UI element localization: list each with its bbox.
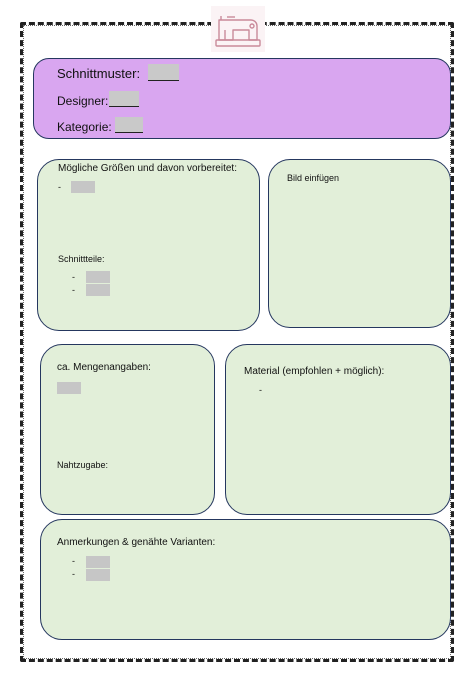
notes-field-1[interactable] <box>86 556 110 568</box>
material-title: Material (empfohlen + möglich): <box>244 366 385 377</box>
image-title: Bild einfügen <box>287 173 340 183</box>
image-panel[interactable]: Bild einfügen <box>268 159 451 328</box>
category-label: Kategorie: <box>57 120 112 134</box>
notes-field-2[interactable] <box>86 569 110 581</box>
pattern-field[interactable] <box>148 64 179 81</box>
notes-panel: Anmerkungen & genähte Varianten: - - <box>40 519 451 640</box>
sizes-bullet: - <box>58 182 61 192</box>
piece-bullet-1: - <box>72 272 75 282</box>
designer-label: Designer: <box>57 94 109 108</box>
sizes-field[interactable] <box>71 181 95 193</box>
category-field[interactable] <box>115 117 143 133</box>
notes-bullet-1: - <box>72 556 75 566</box>
seam-label: Nahtzugabe: <box>57 460 109 470</box>
piece-field-1[interactable] <box>86 271 110 283</box>
notes-bullet-2: - <box>72 569 75 579</box>
piece-bullet-2: - <box>72 285 75 295</box>
piece-field-2[interactable] <box>86 284 110 296</box>
notes-title: Anmerkungen & genähte Varianten: <box>57 537 216 548</box>
amounts-panel: ca. Mengenangaben: Nahtzugabe: <box>40 344 215 515</box>
amounts-title: ca. Mengenangaben: <box>57 362 151 373</box>
designer-field[interactable] <box>109 91 139 107</box>
sewing-machine-icon <box>211 6 265 52</box>
amounts-field[interactable] <box>57 382 81 394</box>
material-panel: Material (empfohlen + möglich): - <box>225 344 451 515</box>
sizes-panel: Mögliche Größen und davon vorbereitet: -… <box>37 159 260 331</box>
header-panel: Schnittmuster: Designer: Kategorie: <box>33 58 451 139</box>
pattern-label: Schnittmuster: <box>57 66 141 81</box>
sizes-title: Mögliche Größen und davon vorbereitet: <box>58 163 237 174</box>
pieces-label: Schnittteile: <box>58 254 105 264</box>
material-bullet: - <box>259 385 262 395</box>
